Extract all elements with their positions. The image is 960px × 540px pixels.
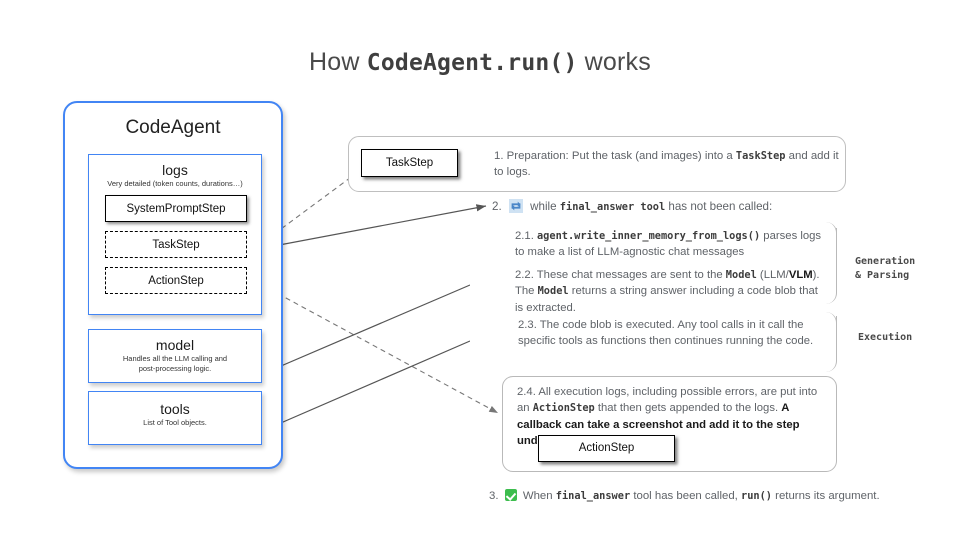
model-title: model <box>155 337 195 353</box>
step2-3-text: 2.3. The code blob is executed. Any tool… <box>518 317 822 350</box>
step2-text-a: while <box>530 200 560 213</box>
step2-2-number: 2.2. <box>515 268 534 281</box>
step2-2-text-d: returns a string answer including a code… <box>515 285 818 314</box>
step2-3-card: 2.3. The code blob is executed. Any tool… <box>470 312 837 372</box>
codeagent-panel: CodeAgent logs Very detailed (token coun… <box>63 101 283 469</box>
step2-2-text: 2.2. These chat messages are sent to the… <box>515 267 822 316</box>
model-subtitle-line1: Handles all the LLM calling and <box>122 354 228 363</box>
title-code: CodeAgent.run() <box>366 50 578 76</box>
taskstep-chip-label: TaskStep <box>385 157 434 169</box>
step2-4-code-a: ActionStep <box>532 402 595 415</box>
step2-1-text-a: parses logs to make a list of LLM-agnost… <box>515 230 822 259</box>
label-generation-parsing: Generation & Parsing <box>855 255 915 283</box>
step3-text-c: returns its argument. <box>772 490 880 502</box>
step2-1-text: 2.1. agent.write_inner_memory_from_logs(… <box>515 228 822 261</box>
step1-text-a: Preparation: Put the task (and images) i… <box>506 150 736 162</box>
step3-code-b: run() <box>741 490 772 502</box>
loop-arrows-icon <box>508 199 523 213</box>
step2-text-b: has not been called: <box>665 200 773 213</box>
codeagent-title: CodeAgent <box>125 117 221 138</box>
step2-1-number: 2.1. <box>515 230 534 242</box>
step2-2-text-a: These chat messages are sent to the <box>536 268 726 281</box>
taskstep-chip: TaskStep <box>361 149 458 177</box>
step1-text: 1. Preparation: Put the task (and images… <box>494 148 839 180</box>
model-subtitle-line2: post-processing logic. <box>138 364 212 373</box>
step2-number: 2. <box>492 200 502 213</box>
logs-title: logs <box>162 162 188 178</box>
actionstep-chip: ActionStep <box>538 435 675 462</box>
log-entry-taskstep: TaskStep <box>105 231 247 258</box>
title-suffix: works <box>577 48 651 76</box>
step1-card: TaskStep 1. Preparation: Put the task (a… <box>348 136 846 192</box>
model-box: model Handles all the LLM calling and po… <box>88 329 262 383</box>
step2-2-bold-a: VLM <box>788 268 813 281</box>
step2-4-text-b: that then gets appended to the logs. <box>594 402 782 415</box>
log-entry-systempromptstep: SystemPromptStep <box>105 195 247 222</box>
step2-2-code-a: Model <box>725 268 757 281</box>
step2-3-number: 2.3. <box>518 319 537 331</box>
step2-1-code-a: agent.write_inner_memory_from_logs() <box>536 230 761 242</box>
step2-2-text-b: (LLM/ <box>756 268 789 281</box>
step2-header: 2. while final_answer tool has not been … <box>492 199 772 213</box>
page-title: How CodeAgent.run() works <box>0 48 960 77</box>
step3-line: 3. When final_answer tool has been calle… <box>489 489 880 502</box>
green-check-icon <box>504 489 517 501</box>
log-entry-label: ActionStep <box>148 274 204 287</box>
step2-4-number: 2.4. <box>517 386 536 398</box>
model-subtitle: Handles all the LLM calling and post-pro… <box>89 354 261 374</box>
logs-subtitle: Very detailed (token counts, durations…) <box>107 179 243 188</box>
log-entry-actionstep: ActionStep <box>105 267 247 294</box>
logs-box: logs Very detailed (token counts, durati… <box>88 154 262 315</box>
step2-2-text-c: ). The <box>515 268 820 298</box>
step2-2-code-b: Model <box>537 285 569 298</box>
step3-text-a: When <box>522 490 556 502</box>
step2-code-a: final_answer tool <box>559 201 666 213</box>
step2-3-text-a: The code blob is executed. Any tool call… <box>518 319 814 348</box>
step1-text-b: and add it to logs. <box>494 150 839 178</box>
label-execution-text: Execution <box>858 332 913 343</box>
step2-4-text-a: All execution logs, including possible e… <box>517 386 818 415</box>
tools-title: tools <box>160 401 190 417</box>
tools-box: tools List of Tool objects. <box>88 391 262 445</box>
label-execution: Execution <box>858 331 912 345</box>
title-prefix: How <box>309 48 367 76</box>
step2-1-2-card: 2.1. agent.write_inner_memory_from_logs(… <box>470 222 837 329</box>
log-entry-label: TaskStep <box>152 238 200 251</box>
actionstep-chip-label: ActionStep <box>578 442 635 455</box>
label-generation-line2: & Parsing <box>855 270 910 281</box>
step2-4-card: 2.4. All execution logs, including possi… <box>502 376 837 472</box>
tools-subtitle: List of Tool objects. <box>143 418 207 427</box>
step3-text-b: tool has been called, <box>630 490 741 502</box>
step1-number: 1. <box>494 150 504 162</box>
step1-code-a: TaskStep <box>735 150 786 162</box>
step3-code-a: final_answer <box>555 490 631 502</box>
step3-number: 3. <box>489 490 499 502</box>
label-generation-line1: Generation <box>855 256 916 267</box>
log-entry-label: SystemPromptStep <box>126 202 226 215</box>
